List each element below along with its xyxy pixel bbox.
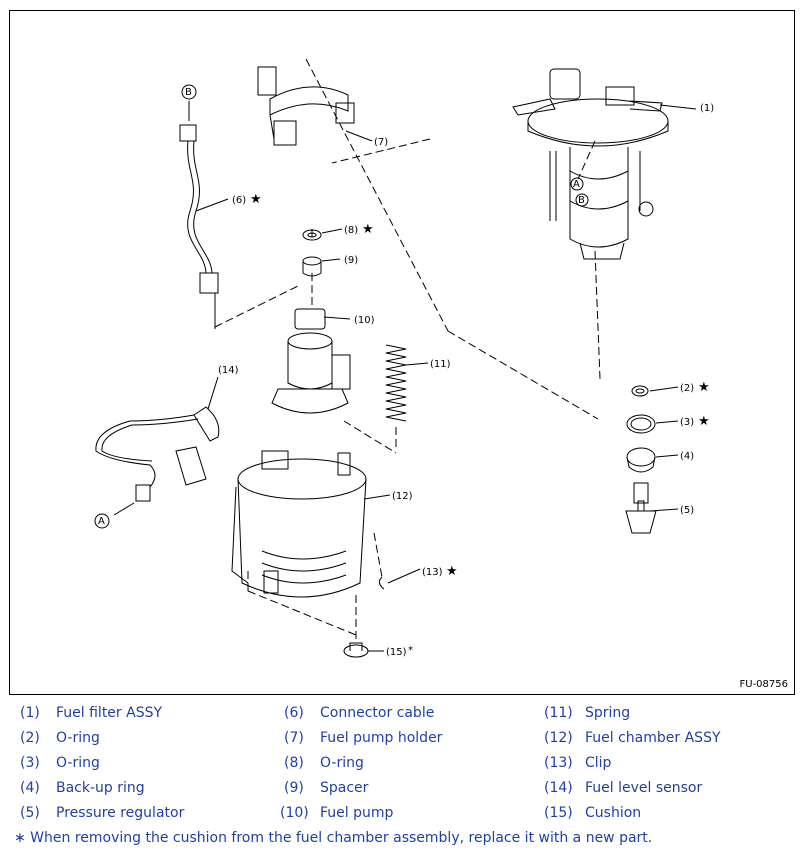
legend-name: Fuel pump holder [320,730,443,746]
callout-4: (4) [680,451,694,462]
legend-num: (14) [544,780,573,796]
connector-cable-drawing [179,84,219,329]
callout-12: (12) [392,491,413,502]
legend-name: Pressure regulator [56,805,185,821]
legend-num: (13) [544,755,573,771]
callout-1: (1) [700,103,714,114]
callout-5: (5) [680,505,694,516]
callout-3: (3) [680,417,694,428]
legend-num: (4) [20,780,40,796]
legend-name: Fuel pump [320,805,394,821]
callout-14: (14) [218,365,239,376]
assembly-lines [214,58,601,641]
callout-7: (7) [374,137,388,148]
ref-b-cable: B [185,87,192,98]
o-ring-8-drawing [302,229,322,241]
legend-name: Connector cable [320,705,435,721]
cushion-drawing [343,642,369,658]
fuel-pump-holder-drawing [257,66,355,146]
callout-15-asterisk: * [408,645,413,656]
legend-name: O-ring [56,730,100,746]
legend-num: (10) [280,805,309,821]
callout-2-star: ★ [698,380,710,395]
callout-6-star: ★ [250,192,262,207]
legend-name: Spacer [320,780,369,796]
callout-2: (2) [680,383,694,394]
fuel-chamber-drawing [231,450,367,598]
ref-a-sensor: A [98,516,105,527]
legend-num: (9) [284,780,304,796]
callout-10: (10) [354,315,375,326]
parts-legend: (1)Fuel filter ASSY (2)O-ring (3)O-ring … [0,703,803,823]
legend-name: Clip [585,755,612,771]
legend-num: (2) [20,730,40,746]
callout-13: (13) [422,567,443,578]
callout-15: (15) [386,647,407,658]
spring-drawing [385,344,407,422]
o-ring-3-drawing [626,414,656,434]
legend-num: (11) [544,705,573,721]
legend-num: (15) [544,805,573,821]
fuel-pump-drawing [271,308,351,414]
legend-name: Fuel level sensor [585,780,703,796]
legend-name: Cushion [585,805,642,821]
legend-name: O-ring [56,755,100,771]
legend-name: Fuel filter ASSY [56,705,163,721]
fuel-filter-assy-drawing [512,68,669,260]
o-ring-2-drawing [631,385,649,397]
exploded-diagram: A B B [9,10,795,695]
callout-11: (11) [430,359,451,370]
legend-name: Back-up ring [56,780,145,796]
callout-labels: (1) (2) ★ (3) ★ (4) (5) (6) ★ (7) (8) ★ … [218,103,714,658]
legend-num: (1) [20,705,40,721]
clip-drawing [378,576,385,590]
legend-num: (12) [544,730,573,746]
replacement-note: ∗ When removing the cushion from the fue… [14,830,653,846]
leader-lines [195,104,697,652]
callout-9: (9) [344,255,358,266]
fuel-level-sensor-drawing [94,406,220,529]
legend-name: Spring [585,705,631,721]
legend-num: (5) [20,805,40,821]
legend-num: (8) [284,755,304,771]
legend-name: O-ring [320,755,364,771]
ref-a-fuel-filter: A [573,179,580,190]
diagram-svg: A B B [94,58,714,658]
legend-num: (7) [284,730,304,746]
spacer-drawing [302,256,322,277]
ref-b-fuel-filter: B [578,195,585,206]
pressure-regulator-drawing [625,482,657,534]
legend-name: Fuel chamber ASSY [585,730,721,746]
callout-8: (8) [344,225,358,236]
legend-num: (6) [284,705,304,721]
figure-code: FU-08756 [739,679,789,690]
callout-3-star: ★ [698,414,710,429]
callout-8-star: ★ [362,222,374,237]
back-up-ring-drawing [626,447,656,473]
callout-6: (6) [232,195,246,206]
callout-13-star: ★ [446,564,458,579]
legend-num: (3) [20,755,40,771]
